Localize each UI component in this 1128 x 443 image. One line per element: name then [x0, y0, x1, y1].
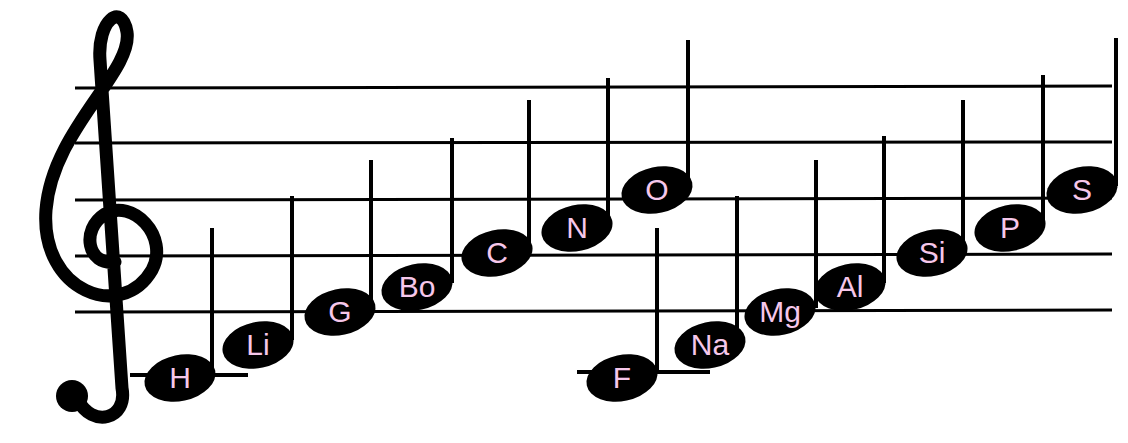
note-head: N	[541, 205, 613, 251]
element-symbol: G	[328, 297, 351, 327]
element-symbol: Na	[691, 330, 729, 360]
element-symbol: Mg	[759, 297, 801, 327]
note-head: Li	[222, 322, 294, 368]
note-stem	[290, 196, 294, 340]
note-stem	[1041, 75, 1045, 224]
note-head: Al	[814, 264, 886, 310]
note-head: Si	[896, 230, 968, 276]
note-ellipse	[582, 348, 662, 408]
element-symbol: Al	[837, 272, 864, 302]
note-stem	[735, 196, 739, 340]
note-ellipse	[670, 315, 750, 375]
note-head: P	[974, 205, 1046, 251]
treble-clef	[46, 17, 157, 417]
note-ellipse	[537, 198, 617, 258]
note-ellipse	[617, 160, 697, 220]
note-stem	[882, 136, 886, 283]
note-stem	[961, 100, 965, 248]
note-stem	[527, 100, 531, 248]
note-stem	[655, 228, 659, 372]
element-symbol: S	[1072, 175, 1092, 205]
element-symbol: N	[566, 213, 588, 243]
note-head: Na	[674, 322, 746, 368]
note-stem	[450, 138, 454, 283]
note-ellipse	[218, 315, 298, 375]
note-head: C	[461, 230, 533, 276]
clef-dot	[56, 380, 88, 412]
note-ellipse	[140, 348, 220, 408]
note-ellipse	[377, 257, 457, 317]
note-stem	[210, 228, 214, 372]
note-stem	[369, 160, 373, 308]
element-symbol: C	[486, 238, 508, 268]
note-head: S	[1046, 167, 1118, 213]
element-symbol: Li	[246, 330, 269, 360]
note-head: F	[586, 355, 658, 401]
clef-curve	[46, 17, 157, 417]
element-symbol: Bo	[399, 272, 436, 302]
note-ellipse	[457, 223, 537, 283]
staff-line	[75, 142, 1112, 143]
note-ellipse	[970, 198, 1050, 258]
note-stem	[686, 40, 690, 186]
note-ellipse	[810, 257, 890, 317]
note-stems	[212, 38, 1116, 372]
note-head: H	[144, 355, 216, 401]
note-ellipse	[892, 223, 972, 283]
element-symbol: F	[613, 363, 631, 393]
element-symbol: H	[169, 363, 191, 393]
element-symbol: Si	[919, 238, 946, 268]
staff-lines	[75, 86, 1112, 312]
note-ellipse	[300, 282, 380, 342]
note-ellipse	[740, 282, 820, 342]
staff-line	[75, 198, 1112, 200]
note-stem	[606, 78, 610, 224]
note-stem	[1114, 38, 1118, 186]
note-head: G	[304, 289, 376, 335]
note-head: Mg	[744, 289, 816, 335]
element-symbol: P	[1000, 213, 1020, 243]
note-head: O	[621, 167, 693, 213]
staff-line	[75, 310, 1112, 312]
note-head: Bo	[381, 264, 453, 310]
element-symbol: O	[645, 175, 668, 205]
staff-line	[75, 86, 1112, 88]
note-ellipse	[1042, 160, 1122, 220]
